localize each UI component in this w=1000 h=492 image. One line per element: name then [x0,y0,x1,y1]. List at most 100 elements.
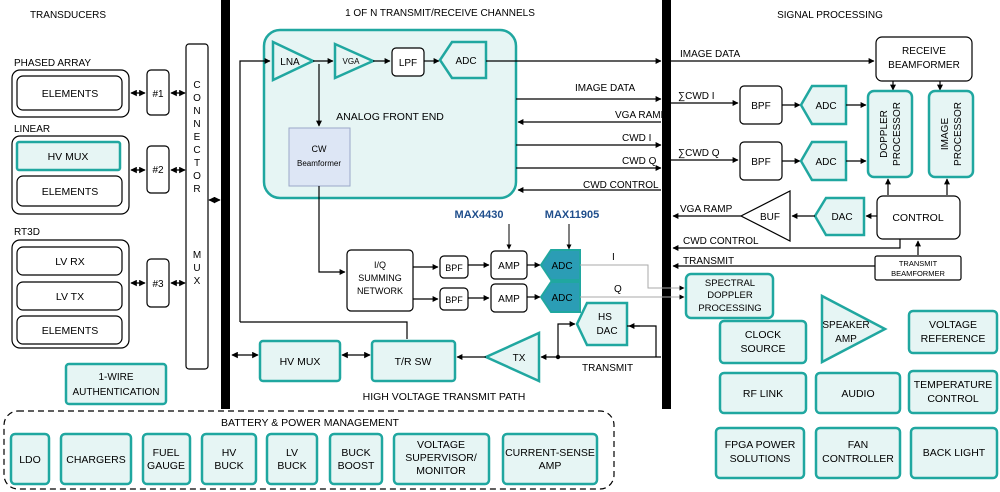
hv-mux-tx-box [258,339,342,383]
elements-box-2 [16,175,123,207]
back-light-label: BACK LIGHT [923,447,986,459]
cw-label: CW [312,144,327,154]
image-processor-label: IMAGE PROCESSOR [940,102,964,166]
tx-label: TX [513,353,526,364]
elements-box-1 [16,75,123,111]
hv-path-label: HIGH VOLTAGE TRANSMIT PATH [363,391,526,403]
lv-tx-box [16,281,123,311]
adc-sp-q-label: ADC [815,157,836,168]
right-bus [662,0,671,409]
adc-i [539,249,581,281]
bpf-sp-i-label: BPF [751,101,770,112]
svg-text:U: U [193,263,200,274]
bpf-q-label: BPF [445,295,463,305]
channel-3-box [146,258,170,308]
svg-text:PROCESSOR: PROCESSOR [953,102,964,166]
chargers-box [59,432,133,486]
fuel-gauge-box [141,432,192,486]
hv-mux-tx-label: HV MUX [280,356,321,368]
one-wire-box [64,362,168,406]
iq-summing-box [346,249,414,312]
svg-text:N: N [193,119,200,130]
gauge-label: GAUGE [147,460,185,472]
transmit-signal: TRANSMIT [582,363,633,374]
spectral-label: SPECTRAL [705,278,755,289]
bpf-i-box [439,255,469,279]
doppler-processor-box [866,89,914,179]
lpf-box [391,47,425,77]
fpga-power-box [714,426,806,480]
transmit-beamformer-label-1: TRANSMIT [899,259,938,268]
svg-text:C: C [193,80,200,91]
audio-box [814,371,902,415]
vga-ramp-signal: VGA RAMP [615,110,668,121]
svg-text:PROCESSOR: PROCESSOR [892,102,903,166]
buf-label: BUF [760,212,780,223]
amp-q-box [490,283,528,313]
lpf-label: LPF [399,58,417,69]
channel-2-box [146,145,170,194]
amp-i-label: AMP [498,261,520,272]
bpf-q-box [439,287,469,311]
adc-q-label: ADC [551,293,572,304]
current-sense-label-1: CURRENT-SENSE [505,447,595,459]
buck-boost-box [328,432,384,486]
adc-i-label: ADC [551,261,572,272]
i-signal: I [612,252,615,263]
channel-2-label: #2 [152,165,164,176]
svg-text:X: X [194,276,201,287]
linear-label: LINEAR [14,124,50,135]
power-management-label: BATTERY & POWER MANAGEMENT [221,417,400,429]
receive-label: RECEIVE [902,46,946,57]
svg-text:R: R [193,184,200,195]
temperature-control-box [907,369,999,415]
rf-link-label: RF LINK [743,388,783,400]
hv-mux-transducer-label: HV MUX [48,151,89,163]
receive-beamformer-label: BEAMFORMER [888,60,960,71]
phased-array-group: PHASED ARRAY ELEMENTS #1 [11,58,186,118]
transmit-beamformer-box [874,255,962,281]
spectral-doppler-box [684,272,775,320]
fuel-label: FUEL [153,447,180,459]
voltage-supervisor-box [392,432,491,486]
svg-text:C: C [193,145,200,156]
rf-link-box [718,371,808,415]
tx-amplifier [482,331,541,383]
lv-rx-label: LV RX [55,256,85,268]
dac-sp-label: DAC [831,212,852,223]
svg-text:N: N [193,106,200,117]
channel-3-label: #3 [152,279,164,290]
hv-buck-label-1: HV [222,447,237,459]
buck-boost-label-1: BUCK [341,447,370,459]
linear-group: LINEAR HV MUX ELEMENTS #2 [11,124,186,215]
left-bus [221,0,230,409]
cwd-control-signal-2: CWD CONTROL [683,236,759,247]
fpga-label-2: SOLUTIONS [730,453,791,465]
voltage-reference-box [907,309,999,355]
cw-beamformer-box [288,127,351,187]
amp-q-label: AMP [498,294,520,305]
rt3d-label: RT3D [14,227,40,238]
lv-rx-box [16,246,123,276]
lv-buck-box [265,432,319,486]
transmit-beamformer-label-2: BEAMFORMER [891,269,945,278]
rt3d-group: RT3D LV RX LV TX ELEMENTS #3 [11,227,186,349]
elements-label-3: ELEMENTS [42,325,99,337]
ldo-box [9,432,51,486]
hs-dac-label: DAC [596,326,617,337]
supervisor-label-3: MONITOR [416,465,466,477]
connector-mux-box [185,43,209,370]
supervisor-label-1: VOLTAGE [417,439,465,451]
one-wire-label-2: AUTHENTICATION [72,387,159,398]
phased-array-label: PHASED ARRAY [14,58,91,69]
sum-cwd-q-signal: ∑CWD Q [678,148,720,159]
dac-sp [813,196,866,237]
hv-buck-label-2: BUCK [214,460,243,472]
clock-source-box [718,319,808,365]
lv-buck-label-2: BUCK [277,460,306,472]
amp-label: AMP [835,334,857,345]
current-sense-label-2: AMP [539,460,562,472]
channel-1-box [146,69,170,116]
control-box [876,195,961,240]
